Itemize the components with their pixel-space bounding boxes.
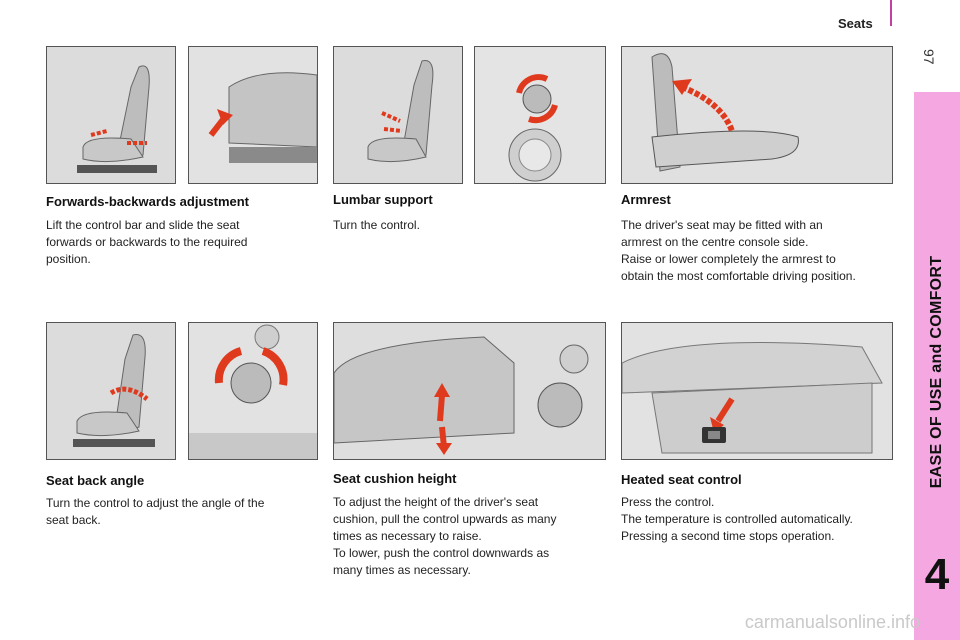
photo-seatback-seat [46, 322, 176, 460]
page-number: 97 [921, 49, 937, 65]
seatback-body: Turn the control to adjust the angle of … [46, 495, 318, 529]
forwards-body-line: Lift the control bar and slide the seat [46, 218, 240, 232]
cushion-body: To adjust the height of the driver's sea… [333, 494, 605, 579]
cushion-height-illustration [334, 323, 605, 459]
lumbar-seat-illustration [334, 47, 462, 183]
forwards-body-line: position. [46, 252, 91, 266]
cushion-body-line: To lower, push the control downwards as [333, 546, 550, 560]
forwards-body-line: forwards or backwards to the required [46, 235, 248, 249]
armrest-body-line: The driver's seat may be fitted with an [621, 218, 823, 232]
heated-seat-illustration [622, 323, 892, 459]
cushion-body-line: many times as necessary. [333, 563, 471, 577]
photo-lumbar-seat [333, 46, 463, 184]
heated-body-line: The temperature is controlled automatica… [621, 512, 853, 526]
watermark-text: carmanualsonline.info [744, 612, 920, 632]
cushion-body-line: To adjust the height of the driver's sea… [333, 495, 539, 509]
lumbar-body: Turn the control. [333, 217, 603, 234]
photo-heated-seat [621, 322, 893, 460]
heated-title: Heated seat control [621, 472, 742, 487]
chapter-title-wrap: EASE OF USE and COMFORT [916, 182, 958, 562]
cushion-body-line: times as necessary to raise. [333, 529, 482, 543]
seat-slide-illustration [47, 47, 175, 183]
cushion-body-line: cushion, pull the control upwards as man… [333, 512, 557, 526]
heated-body-line: Pressing a second time stops operation. [621, 529, 835, 543]
seatback-knob-illustration [189, 323, 317, 459]
armrest-body-line: armrest on the centre console side. [621, 235, 809, 249]
slide-bar-illustration [189, 47, 317, 183]
heated-body-line: Press the control. [621, 495, 715, 509]
heated-body: Press the control. The temperature is co… [621, 494, 901, 545]
chapter-side-tab: EASE OF USE and COMFORT 4 [914, 92, 960, 640]
photo-lumbar-knob [474, 46, 606, 184]
lumbar-body-line: Turn the control. [333, 218, 420, 232]
armrest-body-line: obtain the most comfortable driving posi… [621, 269, 856, 283]
photo-cushion-height [333, 322, 606, 460]
armrest-illustration [622, 47, 892, 183]
seatback-seat-illustration [47, 323, 175, 459]
chapter-title: EASE OF USE and COMFORT [928, 255, 945, 489]
lumbar-knob-illustration [475, 47, 605, 183]
cushion-title: Seat cushion height [333, 471, 457, 486]
lumbar-title: Lumbar support [333, 192, 433, 207]
photo-seat-slide [46, 46, 176, 184]
seatback-body-line: seat back. [46, 513, 101, 527]
header-divider [890, 0, 892, 26]
chapter-number: 4 [924, 550, 950, 599]
armrest-body-line: Raise or lower completely the armrest to [621, 252, 836, 266]
photo-armrest [621, 46, 893, 184]
photo-seatback-knob [188, 322, 318, 460]
page-header-title: Seats [838, 16, 873, 31]
forwards-body: Lift the control bar and slide the seat … [46, 217, 318, 268]
seatback-title: Seat back angle [46, 473, 145, 488]
forwards-title: Forwards-backwards adjustment [46, 194, 249, 209]
seatback-body-line: Turn the control to adjust the angle of … [46, 496, 265, 510]
photo-slide-bar [188, 46, 318, 184]
armrest-title: Armrest [621, 192, 671, 207]
armrest-body: The driver's seat may be fitted with an … [621, 217, 901, 285]
